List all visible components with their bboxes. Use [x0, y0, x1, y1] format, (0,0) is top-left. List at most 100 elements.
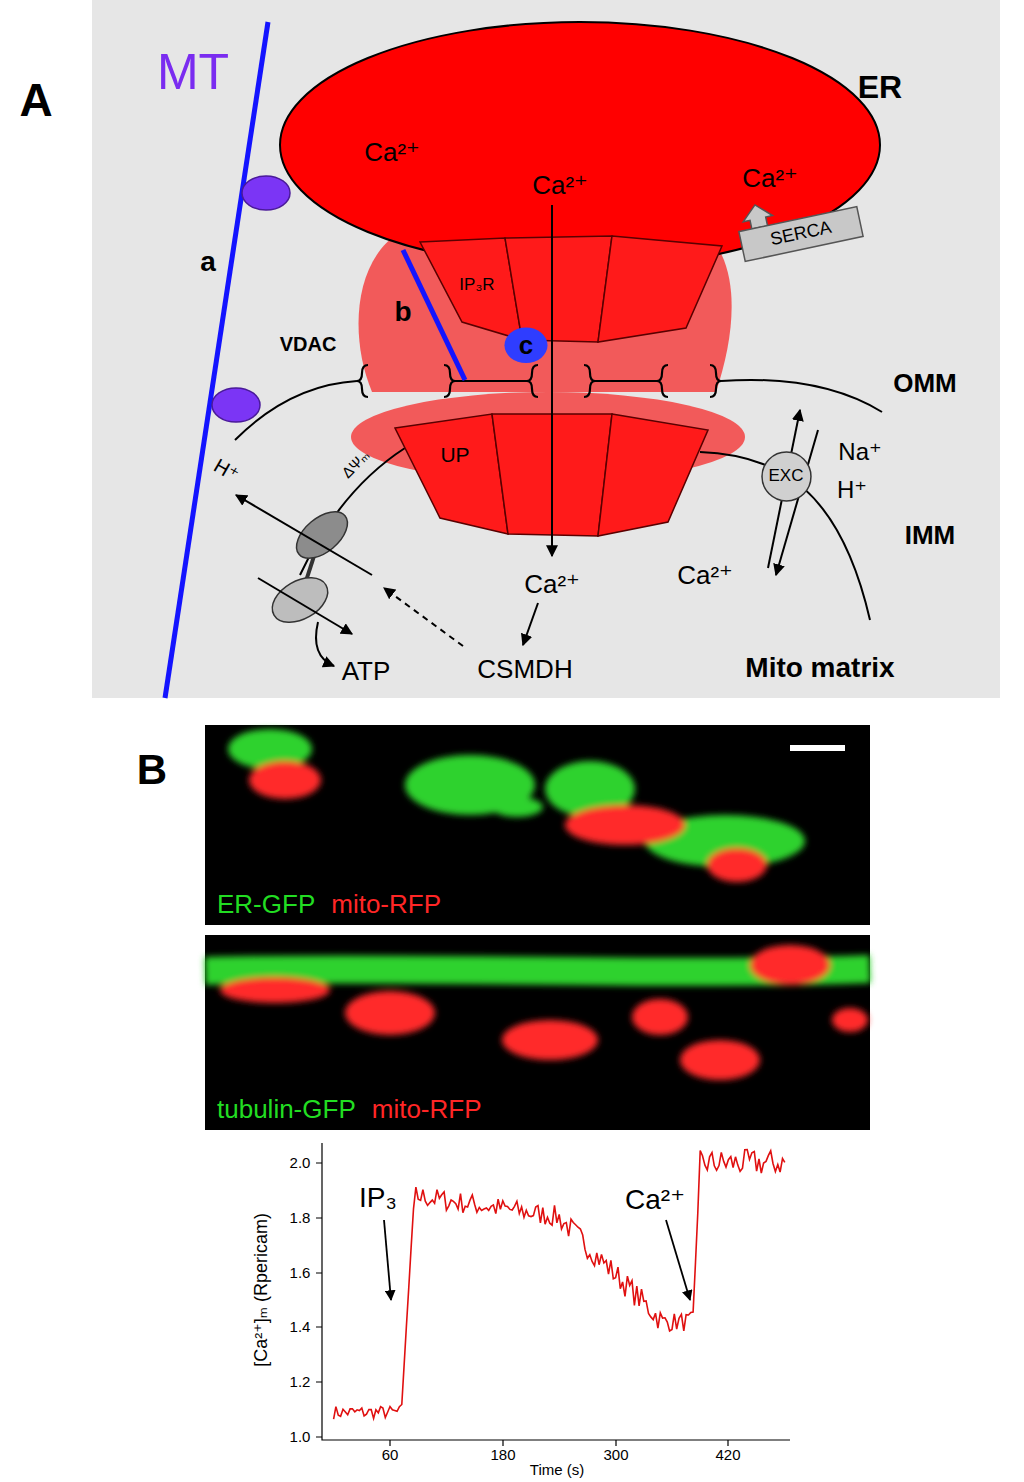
vdac-channel [657, 365, 668, 397]
node-label: UP [440, 443, 469, 466]
tick-label: 420 [715, 1447, 740, 1464]
node-label: ER [858, 70, 902, 105]
exchanger: EXC [761, 451, 812, 502]
uniporter-shape [551, 408, 553, 540]
uniporter-shape [393, 412, 710, 538]
caption-row: ER-GFPmito-RFP [217, 890, 441, 919]
micrograph-shape [707, 848, 767, 882]
tick-label: 60 [382, 1447, 399, 1464]
micrograph-shape [249, 761, 321, 799]
outer-membrane [721, 380, 882, 412]
node-label: EXC [769, 467, 804, 486]
ip3-receptor: IP₃R [418, 234, 724, 344]
micrograph: tubulin-GFP mito-RFP [205, 935, 870, 1130]
ip3-receptor-shape [505, 236, 612, 342]
structure-label: OMM [893, 369, 957, 398]
ion-label: Ca²⁺ [524, 570, 580, 599]
micrograph: ER-GFPmito-RFP [205, 725, 870, 925]
axis-title: Time (s) [530, 1462, 584, 1479]
tick-label: 1.4 [290, 1319, 311, 1336]
atp-synthase [265, 503, 356, 632]
node-label: Ca²⁺ [742, 164, 798, 193]
micrograph-shape [220, 977, 330, 1003]
stimulus-arrow [384, 1220, 391, 1300]
tick-label: 300 [603, 1447, 628, 1464]
node-label: IP₃R [459, 276, 494, 295]
molecule-label: ATP [342, 657, 391, 686]
tick-label: 2.0 [290, 1155, 311, 1172]
enzyme-label: CSMDH [477, 655, 572, 684]
micrograph-shape [565, 805, 685, 845]
micrograph-shape [228, 729, 805, 882]
vdac-channel [710, 365, 721, 397]
vdac-channel [444, 365, 455, 397]
outer-membrane [455, 380, 527, 382]
micrograph-shape [790, 745, 845, 751]
micrograph-shape [205, 945, 870, 1080]
serca-pump-shape [739, 207, 863, 262]
tether-c-shape [505, 327, 548, 363]
micrograph-shape [832, 1008, 868, 1032]
stimulus-arrow [666, 1220, 690, 1300]
node-label: c [519, 331, 533, 360]
chart-axes [322, 1143, 790, 1440]
panel-letter: B [137, 747, 167, 793]
channel-caption: mito-RFP [372, 1095, 482, 1124]
structure-label: MT [157, 45, 229, 100]
outer-membrane [595, 380, 657, 382]
panel-letter: A [19, 75, 52, 126]
chart-axes [390, 1440, 728, 1446]
atp-synthase [265, 569, 336, 632]
caption-row: tubulin-GFP mito-RFP [217, 1095, 482, 1124]
panel-a-ground [92, 0, 1000, 698]
structure-label: VDAC [280, 333, 337, 355]
channel-caption: tubulin-GFP [217, 1095, 356, 1124]
uniporter-shape [598, 414, 708, 536]
ion-label: Ca²⁺ [677, 561, 733, 590]
callout-letter: a [200, 247, 216, 278]
micrograph-shape [632, 999, 688, 1035]
microtubule [165, 22, 268, 698]
micrograph-shape [680, 1040, 760, 1080]
motor-protein [212, 388, 260, 422]
vdac-channel [357, 365, 368, 397]
ip3-receptor-shape [420, 236, 722, 342]
stimulus-label: IP₃ [359, 1183, 397, 1214]
axis-title: [Ca²⁺]ₘ (Rpericam) [252, 1213, 272, 1367]
callout-letter: b [394, 297, 411, 328]
motor-protein [212, 176, 290, 422]
uniporter: UP [393, 412, 710, 538]
stimulus-label: Ca²⁺ [625, 1185, 685, 1216]
micrograph-shape [502, 1020, 598, 1060]
tick-label: 1.0 [290, 1429, 311, 1446]
ion-label: H⁺ [210, 454, 243, 486]
ip3-receptor-shape [551, 232, 553, 346]
tick-label: 180 [490, 1447, 515, 1464]
er-lumen-shape [280, 22, 880, 268]
channel-caption: ER-GFP [217, 890, 315, 919]
micrograph-shape [750, 945, 830, 985]
tether-c: c [504, 327, 548, 364]
ip3-receptor-shape [598, 236, 722, 342]
vdac-channel [357, 365, 721, 397]
region-label: Mito matrix [745, 653, 894, 684]
vdac-channel [584, 365, 595, 397]
flux-arrow [384, 588, 463, 646]
microdomain-cloud [359, 232, 732, 392]
tick-label: 1.2 [290, 1374, 311, 1391]
node-label: Ca²⁺ [532, 171, 588, 200]
exchanger-shape [762, 452, 811, 501]
inner-membrane [700, 452, 870, 620]
flux-arrow [236, 495, 372, 575]
tick-label: 1.8 [290, 1210, 311, 1227]
flux-arrow [258, 578, 352, 634]
uniporter-shape [395, 414, 508, 534]
stimulus-arrow [384, 1220, 690, 1300]
flux-arrow [523, 603, 538, 645]
motor-protein [242, 176, 290, 210]
calcium-trace [334, 1150, 785, 1420]
ip3-receptor-shape [420, 238, 522, 340]
chart-axes [316, 1143, 790, 1446]
atp-synthase [288, 503, 356, 568]
tick-label: 1.6 [290, 1265, 311, 1282]
